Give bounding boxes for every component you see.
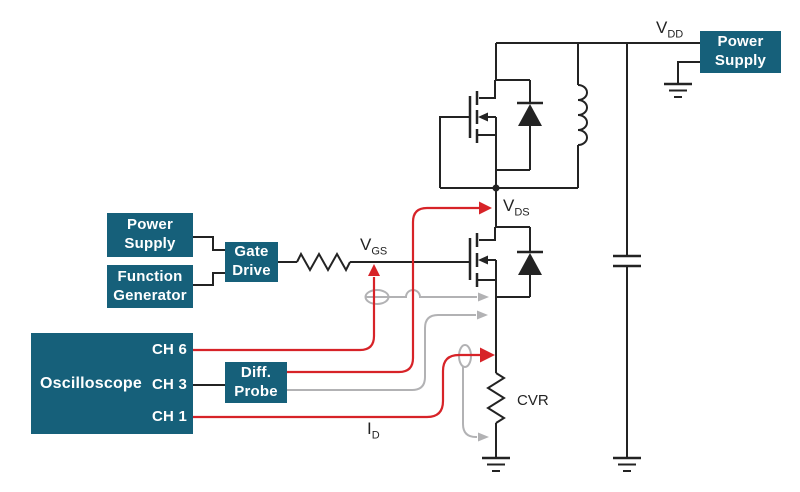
gate-probe-ground-lead xyxy=(364,289,489,305)
low-side-body-diode xyxy=(517,227,543,297)
power-supply-ground xyxy=(664,61,700,98)
dc-link-capacitor xyxy=(613,43,641,472)
gate-resistor xyxy=(278,251,470,273)
low-side-mosfet xyxy=(468,188,530,373)
channel-3-label: CH 3 xyxy=(152,376,187,393)
id-base: I xyxy=(367,419,372,438)
vgs-base: V xyxy=(360,235,372,254)
vdd-label: VDD xyxy=(656,18,683,40)
vgs-sub: GS xyxy=(371,245,388,258)
vds-sub: DS xyxy=(514,206,530,219)
high-side-mosfet xyxy=(439,43,530,188)
high-side-body-diode xyxy=(517,80,543,170)
power-supply-main-box: Power Supply xyxy=(700,31,781,73)
power-supply-gate-box: Power Supply xyxy=(107,213,193,257)
ch6-vgs-probe-lead xyxy=(193,264,380,352)
id-sub: D xyxy=(371,429,380,442)
cvr-label: CVR xyxy=(517,392,549,409)
vdd-base: V xyxy=(656,18,668,37)
power-supply-to-gate-drive-wire xyxy=(193,236,225,251)
gate-drive-box: Gate Drive xyxy=(225,242,278,282)
vgs-label: VGS xyxy=(360,235,387,257)
cvr-resistor xyxy=(482,372,510,472)
freewheel-inductor xyxy=(577,43,588,188)
probe-loop-vgs xyxy=(364,289,390,305)
vds-label: VDS xyxy=(503,196,530,218)
function-generator-box: Function Generator xyxy=(107,265,193,308)
diff-probe-vds-lead xyxy=(287,201,492,374)
ch1-id-probe-lead xyxy=(193,347,495,419)
id-label: ID xyxy=(367,419,380,441)
oscilloscope-box: Oscilloscope CH 6 CH 3 CH 1 xyxy=(31,333,193,434)
diff-probe-negative-lead xyxy=(287,310,488,391)
function-generator-to-gate-drive-wire xyxy=(193,272,225,286)
switch-node-rail xyxy=(440,184,578,192)
channel-1-label: CH 1 xyxy=(152,408,187,425)
channel-6-label: CH 6 xyxy=(152,341,187,358)
high-side-gate-source-tie xyxy=(439,116,470,188)
vds-base: V xyxy=(503,196,515,215)
diff-probe-box: Diff. Probe xyxy=(225,362,287,403)
vdd-sub: DD xyxy=(667,28,684,41)
oscilloscope-label: Oscilloscope xyxy=(40,374,142,392)
